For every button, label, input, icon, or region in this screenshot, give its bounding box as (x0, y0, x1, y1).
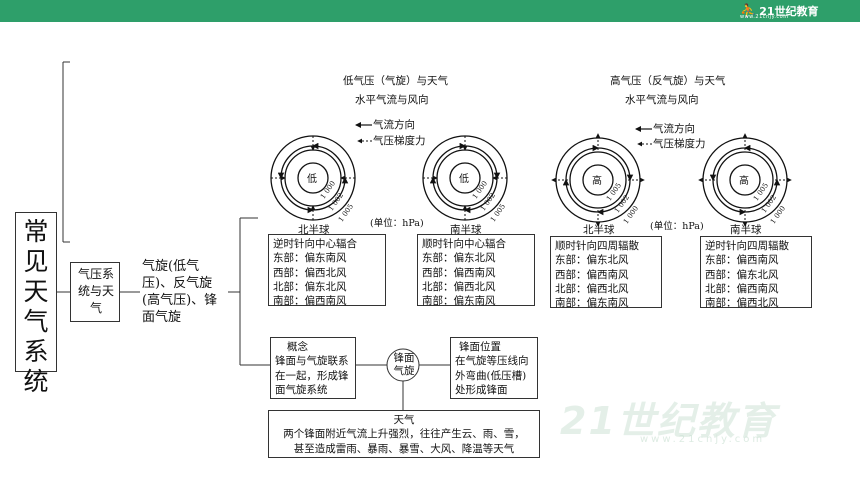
low-subtitle: 水平气流与风向 (355, 94, 429, 106)
high-south-line: 北部：偏西南风 (705, 282, 779, 295)
low-south-label: 南半球 (450, 224, 482, 236)
frontal-weather-title: 天气 (393, 414, 415, 426)
frontal-concept-line: 锋面与气旋联系 (275, 355, 349, 368)
low-south-isobar-diagram (422, 135, 508, 221)
low-south-line: 西部：偏西南风 (422, 266, 496, 279)
low-north-isobar-diagram (270, 135, 356, 221)
high-north-line: 西部：偏西南风 (555, 268, 629, 281)
high-north-label: 北半球 (583, 224, 615, 236)
high-title: 高气压（反气旋）与天气 (610, 75, 726, 87)
frontal-weather-line: 两个锋面附近气流上升强烈，往往产生云、雨、雪， (283, 428, 525, 441)
high-south-label: 南半球 (730, 224, 762, 236)
low-south-line: 东部：偏东北风 (422, 252, 496, 265)
frontal-weather-box: 天气 两个锋面附近气流上升强烈，往往产生云、雨、雪， 甚至造成雷雨、暴雨、暴雪、… (268, 410, 540, 458)
high-north-center: 高 (592, 176, 602, 187)
low-title: 低气压（气旋）与天气 (343, 75, 448, 87)
branch-box (70, 262, 120, 322)
frontal-position-line: 处形成锋面 (455, 383, 508, 396)
low-south-center: 低 (459, 174, 469, 185)
frontal-concept-title: 概念 (287, 341, 308, 353)
logo-subtext: www.21cnjy.com (740, 14, 789, 20)
root-title: 常见天气系统 (23, 217, 49, 396)
low-north-line: 北部：偏东北风 (273, 280, 347, 293)
high-south-center: 高 (739, 176, 749, 187)
high-north-line: 北部：偏西北风 (555, 282, 629, 295)
high-subtitle: 水平气流与风向 (625, 94, 699, 106)
high-legend-gradient: 气压梯度力 (653, 138, 706, 150)
high-north-isobar-diagram (551, 133, 645, 227)
low-north-box: 逆时针向中心辐合 东部：偏东南风 西部：偏西北风 北部：偏东北风 南部：偏西南风 (268, 234, 386, 308)
low-south-line: 南部：偏东南风 (422, 295, 496, 308)
high-south-box: 逆时针向四周辐散 东部：偏西南风 西部：偏东北风 北部：偏西南风 南部：偏西北风 (700, 236, 812, 310)
types-label: 气旋(低气压)、反气旋(高气压)、锋面气旋 (142, 259, 218, 325)
high-unit: (单位：hPa) (650, 221, 704, 232)
frontal-center-label: 锋面气旋 (393, 352, 415, 377)
high-north-line: 东部：偏东北风 (555, 254, 629, 267)
low-unit: (单位：hPa) (370, 218, 424, 229)
low-legend-gradient: 气压梯度力 (373, 135, 426, 147)
low-north-line: 逆时针向中心辐合 (273, 238, 357, 250)
frontal-concept-box: 概念 锋面与气旋联系 在一起，形成锋 面气旋系统 (270, 337, 356, 399)
high-south-line: 逆时针向四周辐散 (705, 240, 789, 252)
low-north-line: 西部：偏西北风 (273, 266, 347, 279)
low-north-line: 南部：偏西南风 (273, 295, 347, 308)
high-north-line: 南部：偏东南风 (555, 297, 629, 310)
low-north-line: 东部：偏东南风 (273, 252, 347, 265)
high-south-line: 东部：偏西南风 (705, 254, 779, 267)
high-north-box: 顺时针向四周辐散 东部：偏东北风 西部：偏西南风 北部：偏西北风 南部：偏东南风 (550, 236, 662, 310)
high-south-isobar-diagram (698, 133, 792, 227)
frontal-cyclone-node (386, 348, 420, 382)
watermark-url: www.21cnjy.com (640, 434, 766, 445)
runner-logo-icon: ⛹ (740, 3, 757, 19)
root-box (15, 212, 57, 372)
low-north-center: 低 (307, 174, 317, 185)
low-south-line: 顺时针向中心辐合 (422, 238, 506, 250)
low-south-line: 北部：偏西北风 (422, 280, 496, 293)
frontal-concept-line: 在一起，形成锋 (275, 369, 349, 382)
frontal-concept-line: 面气旋系统 (275, 383, 328, 396)
low-south-box: 顺时针向中心辐合 东部：偏东北风 西部：偏西南风 北部：偏西北风 南部：偏东南风 (417, 234, 535, 308)
logo-text: 21世纪教育 (759, 5, 819, 18)
low-north-label: 北半球 (298, 224, 330, 236)
brand-logo[interactable]: ⛹ 21世纪教育 www.21cnjy.com (740, 2, 830, 21)
frontal-position-line: 在气旋等压线向 (455, 355, 529, 368)
high-south-line: 西部：偏东北风 (705, 268, 779, 281)
frontal-weather-line: 甚至造成雷雨、暴雨、暴雪、大风、降温等天气 (293, 442, 515, 455)
low-legend-flow: 气流方向 (373, 119, 415, 131)
frontal-position-box: 锋面位置 在气旋等压线向 外弯曲(低压槽) 处形成锋面 (450, 337, 538, 399)
connector-lines (57, 61, 450, 410)
header-bar (0, 0, 860, 22)
high-legend-flow: 气流方向 (653, 123, 695, 135)
branch-label: 气压系统与天气 (77, 267, 114, 315)
watermark-logo: 21世纪教育 (560, 399, 777, 443)
frontal-position-line: 外弯曲(低压槽) (455, 369, 527, 382)
high-north-line: 顺时针向四周辐散 (555, 240, 639, 252)
high-south-line: 南部：偏西北风 (705, 297, 779, 310)
frontal-position-title: 锋面位置 (459, 341, 501, 353)
